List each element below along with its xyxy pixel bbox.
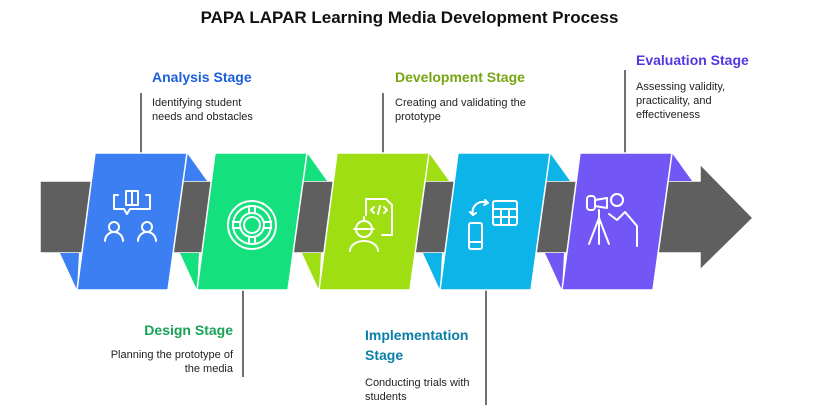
evaluation-stage-title: Evaluation Stage	[636, 52, 749, 68]
evaluation-stage-desc: Assessing validity, practicality, and ef…	[636, 81, 726, 121]
telescope-icon	[586, 193, 638, 247]
stage-panel-2	[180, 152, 327, 291]
design-stage-desc: Planning the prototype of the media	[110, 349, 233, 375]
development-stage-desc: Creating and validating the prototype	[395, 97, 526, 123]
panel	[196, 152, 308, 291]
design-stage-title: Design Stage	[144, 322, 233, 338]
fold-bottom	[302, 253, 321, 290]
implementation-stage-desc: Conducting trials with students	[365, 377, 470, 403]
fold-top	[425, 153, 449, 181]
diagram-title: PAPA LAPAR Learning Media Development Pr…	[200, 8, 619, 27]
device-sync-icon	[468, 199, 518, 250]
fold-top	[668, 153, 692, 181]
panel	[318, 152, 430, 291]
fold-top	[303, 153, 327, 181]
stage-panel-1	[60, 152, 207, 291]
implementation-stage-title: Implementation Stage	[365, 327, 469, 363]
panel	[76, 152, 188, 291]
fold-top	[183, 153, 207, 181]
development-stage-title: Development Stage	[395, 69, 525, 85]
fold-bottom	[60, 253, 79, 290]
fold-top	[546, 153, 570, 181]
fold-bottom	[545, 253, 564, 290]
stage-panel-5	[545, 152, 692, 291]
panel	[439, 152, 551, 291]
analysis-stage-desc: Identifying student needs and obstacles	[152, 97, 253, 123]
target-icon	[227, 200, 277, 250]
stage-panel-4	[423, 152, 570, 291]
developer-icon	[349, 198, 393, 252]
fold-bottom	[423, 253, 442, 290]
panel	[561, 152, 673, 291]
discussion-icon	[104, 190, 157, 242]
analysis-stage-title: Analysis Stage	[152, 69, 252, 85]
stage-panel-3	[302, 152, 449, 291]
fold-bottom	[180, 253, 199, 290]
